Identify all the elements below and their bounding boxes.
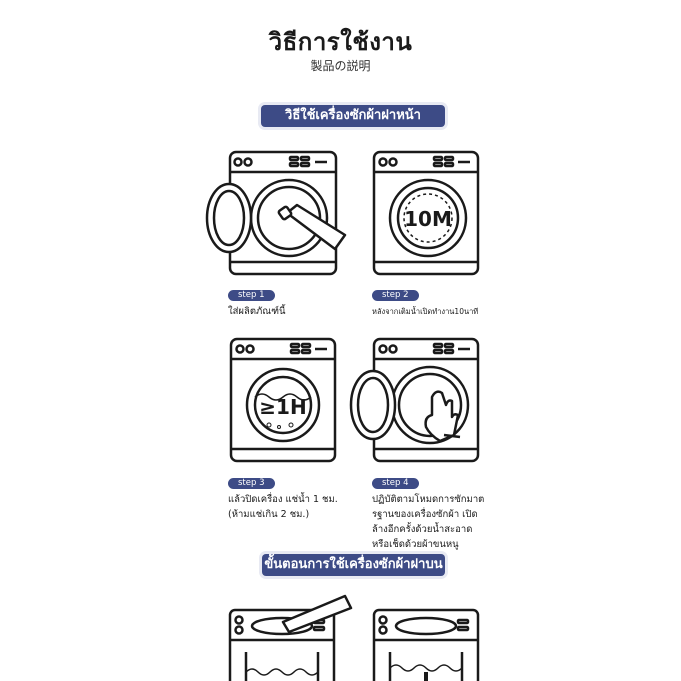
top-load-soak-icon [372,608,480,681]
step-3: step 3 แล้วปิดเครื่อง แช่น้ำ 1 ชม. (ห้าม… [228,470,338,522]
step-description: ใส่ผลิตภัณฑ์นี้ [228,306,286,317]
washer-insert-product-icon [205,150,347,276]
soak-badge: ≥1H [259,395,306,419]
step-1: step 1 ใส่ผลิตภัณฑ์นี้ [228,282,285,319]
page-title: วิธีการใช้งาน [268,28,413,56]
washer-wipe-icon [349,337,480,463]
step-description: ปฏิบัติตามโหมดการซักมาต รฐานของเครื่องซั… [372,494,485,550]
washer-soak-icon: ≥1H [229,337,337,463]
step-label: step 3 [228,478,275,489]
top-load-pour-icon [228,594,353,681]
step-label: step 2 [372,290,419,301]
step-4: step 4 ปฏิบัติตามโหมดการซักมาต รฐานของเค… [372,470,484,552]
washer-timer-icon: 10M [372,150,480,276]
top-load-banner: ขั้นตอนการใช้เครื่องซักผ้าฝาบน [262,554,445,576]
step-label: step 1 [228,290,275,301]
step-2: step 2 หลังจากเติมน้ำเปิดทำงาน10นาที [372,282,478,319]
step-description: หลังจากเติมน้ำเปิดทำงาน10นาที [372,307,479,316]
step-label: step 4 [372,478,419,489]
front-load-banner: วิธีใช้เครื่องซักผ้าฝาหน้า [261,105,445,127]
timer-badge: 10M [404,207,452,231]
page-subtitle: 製品の説明 [310,59,371,73]
step-description: แล้วปิดเครื่อง แช่น้ำ 1 ชม. (ห้ามแช่เกิน… [228,494,338,520]
